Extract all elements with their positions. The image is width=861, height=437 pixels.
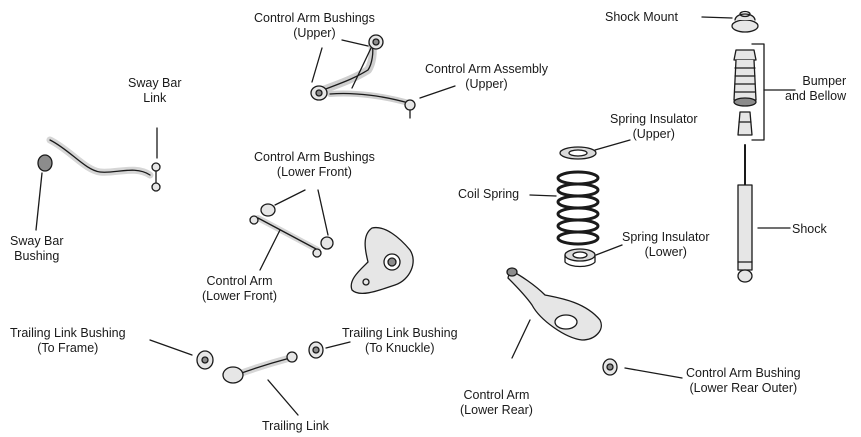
sway-bar-part [38,140,150,175]
label-shock: Shock [792,222,827,237]
label-coil-spring: Coil Spring [458,187,519,202]
label-trailing-link-bushing-knuckle: Trailing Link Bushing (To Knuckle) [342,326,458,356]
label-sway-bar-link: Sway Bar Link [128,76,182,106]
lower-rear-arm-part [507,268,601,340]
leader-tlb-frame [150,340,192,355]
spring-insulator-upper-part [560,147,596,159]
label-shock-mount: Shock Mount [605,10,678,25]
leader-control-arm-lf [260,230,280,270]
label-control-arm-lower-front: Control Arm (Lower Front) [202,274,277,304]
spring-insulator-lower-part [565,249,595,267]
knuckle-part [351,228,413,294]
shock-mount-part [732,12,758,33]
leader-cab-lf-1 [275,190,305,205]
bumper-bellow-part [734,50,756,135]
leader-shock-mount [702,17,732,18]
label-control-arm-bushing-lower-rear-outer: Control Arm Bushing (Lower Rear Outer) [686,366,801,396]
upper-control-arm-part [311,35,415,118]
trailing-link-part [223,352,297,383]
shock-part [738,145,752,282]
leader-coil-spring [530,195,556,196]
label-trailing-link: Trailing Link [262,419,329,434]
sway-bar-link-part [152,163,160,191]
lower-rear-outer-bushing-part [603,359,617,375]
label-sway-bar-bushing: Sway Bar Bushing [10,234,64,264]
trailing-link-bushing-frame-part [197,351,213,369]
leader-sway-bar-bushing [36,173,42,230]
leader-spring-insulator-lower [596,245,622,255]
label-control-arm-bushings-upper: Control Arm Bushings (Upper) [254,11,375,41]
label-trailing-link-bushing-frame: Trailing Link Bushing (To Frame) [10,326,126,356]
label-spring-insulator-upper: Spring Insulator (Upper) [610,112,698,142]
leader-cab-lf-2 [318,190,328,235]
lower-front-arm-part [250,204,333,257]
label-control-arm-assembly-upper: Control Arm Assembly (Upper) [425,62,548,92]
leader-control-arm-lr [512,320,530,358]
leader-cab-upper-1 [312,48,322,82]
label-control-arm-lower-rear: Control Arm (Lower Rear) [460,388,533,418]
label-bumper-and-bellow: Bumper and Bellow [785,74,846,104]
coil-spring-part [558,172,598,244]
leader-trailing-link [268,380,298,415]
trailing-link-bushing-knuckle-part [309,342,323,358]
label-control-arm-bushings-lower-front: Control Arm Bushings (Lower Front) [254,150,375,180]
label-spring-insulator-lower: Spring Insulator (Lower) [622,230,710,260]
leader-cab-lower-rear-outer [625,368,682,378]
